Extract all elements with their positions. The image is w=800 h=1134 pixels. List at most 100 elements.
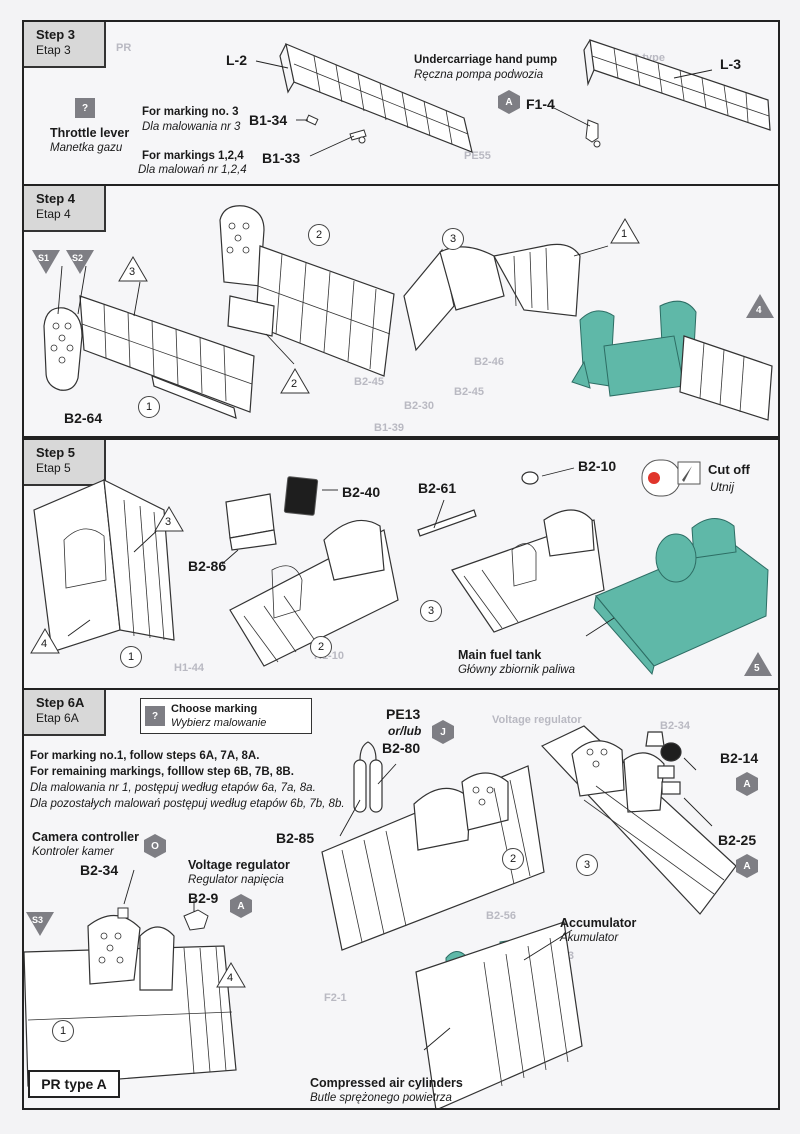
sub-step-3: 3: [420, 600, 442, 622]
choose-marking-label-pl: Wybierz malowanie: [171, 717, 267, 729]
pr-type-badge: PR type A: [28, 1070, 120, 1098]
sub-step-1: 1: [52, 1020, 74, 1042]
part-b1-34: B1-34: [249, 112, 288, 128]
pump-label-pl: Ręczna pompa podwozia: [414, 69, 544, 81]
ref-triangle-label: 4: [227, 972, 234, 984]
ref-triangle-1-icon: [610, 218, 640, 244]
ref-triangle-label: 1: [621, 228, 628, 240]
step-6a-panel: Voltage regulator B2-34 B2-56 F2-1 B2-43…: [22, 688, 780, 1110]
or-lub-label: or/lub: [388, 724, 422, 738]
step-title: Step 5: [36, 445, 76, 460]
side-frame-1: [79, 295, 255, 419]
step-5-drawing: [33, 459, 769, 676]
part-l3: L-3: [720, 56, 741, 72]
accumulator-label-pl: Akumulator: [560, 932, 619, 944]
part-b2-10: B2-10: [578, 458, 617, 474]
marking3-label: For marking no. 3: [142, 106, 239, 118]
throttle-label: Throttle lever: [50, 126, 130, 140]
ref-triangle-4-icon: [216, 962, 246, 988]
unknown-part-icon: ?: [145, 706, 165, 726]
resin-part-a-icon: A: [230, 894, 252, 918]
ref-triangle-3-icon: [118, 256, 148, 282]
step-6a-label: Step 6A Etap 6A: [24, 690, 106, 736]
step-ref-5-icon: [744, 652, 772, 676]
ghost-text: B2-46: [474, 356, 504, 368]
sub-step-1: 1: [120, 646, 142, 668]
fuselage-sub-3: [540, 725, 737, 915]
sub-step-2: 2: [310, 636, 332, 658]
ghost-text: H1-44: [174, 662, 204, 674]
step-title: Step 3: [36, 27, 76, 42]
throttle-parts: [305, 114, 367, 144]
side-frame-4: [679, 335, 773, 421]
ghost-text: PE55: [464, 150, 491, 162]
side-panel-l2: [279, 43, 473, 153]
instrument-panel-frame: [43, 307, 83, 391]
choose-marking-label: Choose marking: [171, 703, 258, 715]
step-3-label: Step 3 Etap 3: [24, 22, 106, 68]
cockpit-frame-3: [403, 243, 581, 352]
voltage-regulator-label: Voltage regulator: [188, 858, 290, 872]
step-ref-4-icon: [746, 294, 774, 318]
step-title: Step 4: [36, 191, 76, 206]
part-b2-86: B2-86: [188, 558, 227, 574]
marking3-label-pl: Dla malowania nr 3: [142, 121, 241, 133]
resin-part-j-icon: J: [432, 720, 454, 744]
step-5-label: Step 5 Etap 5: [24, 440, 106, 486]
sticker-s1-icon: [32, 250, 60, 274]
step-3-panel: PR PE55 PR type Step 3 Etap 3: [22, 20, 780, 186]
part-pe13: PE13: [386, 706, 421, 722]
sub-step-2: 2: [502, 848, 524, 870]
ref-triangle-3-icon: [154, 506, 184, 532]
choose-marking-box: ? Choose marking Wybierz malowanie: [140, 698, 312, 734]
camera-controller-label-pl: Kontroler kamer: [32, 846, 114, 858]
ghost-text: B1-39: [374, 422, 404, 434]
fuselage-sub-2: [321, 741, 545, 951]
fuel-tank-label-pl: Główny zbiornik paliwa: [458, 664, 575, 676]
cut-off-label: Cut off: [708, 462, 750, 477]
sticker-s1-label: S1: [38, 253, 50, 263]
part-b2-64: B2-64: [64, 410, 103, 426]
part-b2-34: B2-34: [80, 862, 119, 878]
ref-triangle-4-icon: [30, 628, 60, 654]
part-b2-14: B2-14: [720, 750, 759, 766]
part-b1-33: B1-33: [262, 150, 301, 166]
marking124-label-pl: Dla malowań nr 1,2,4: [138, 164, 247, 176]
compressed-air-label-pl: Butle sprężonego powietrza: [310, 1092, 452, 1104]
part-b2-25: B2-25: [718, 832, 757, 848]
fuselage-sub-1: [24, 914, 237, 1087]
step-title: Step 6A: [36, 695, 85, 710]
resin-fuel-tank: [593, 518, 769, 676]
step-subtitle: Etap 4: [36, 207, 71, 221]
fuselage-sub-1: [33, 478, 175, 653]
ghost-text: Voltage regulator: [492, 714, 582, 726]
ref-triangle-label: 2: [291, 378, 298, 390]
instruction-line-4: Dla pozostałych malowań postępuj według …: [30, 798, 345, 810]
resin-assembly: [571, 300, 697, 397]
sticker-s2-icon: [66, 250, 94, 274]
sub-step-2: 2: [308, 224, 330, 246]
resin-part-a-icon: A: [736, 772, 758, 796]
step-subtitle: Etap 5: [36, 461, 71, 475]
fuel-tank-label: Main fuel tank: [458, 648, 542, 662]
step-subtitle: Etap 6A: [36, 711, 79, 725]
ghost-text: F2-1: [324, 992, 347, 1004]
camera-controller-label: Camera controller: [32, 830, 139, 844]
pump-label: Undercarriage hand pump: [414, 54, 558, 66]
sticker-s3-icon: [26, 912, 54, 936]
voltage-regulator-label-pl: Regulator napięcia: [188, 874, 284, 886]
instruction-line-1: For marking no.1, follow steps 6A, 7A, 8…: [30, 750, 260, 762]
instruction-line-2: For remaining markings, folllow step 6B,…: [30, 766, 294, 778]
part-b2-85: B2-85: [276, 830, 315, 846]
part-b2-61: B2-61: [418, 480, 457, 496]
instruction-line-3: Dla malowania nr 1, postępuj według etap…: [30, 782, 316, 794]
step-ref-5-label: 5: [754, 663, 760, 674]
part-f1-4: F1-4: [526, 96, 555, 112]
sub-step-3: 3: [576, 854, 598, 876]
compressed-air-label: Compressed air cylinders: [310, 1076, 463, 1090]
part-l2: L-2: [226, 52, 247, 68]
sub-step-3: 3: [442, 228, 464, 250]
step-4-panel: B2-46 B2-45 B2-30 B1-39 B2-45 Step 4 Eta…: [22, 184, 780, 438]
step-3-drawing: [255, 39, 771, 157]
